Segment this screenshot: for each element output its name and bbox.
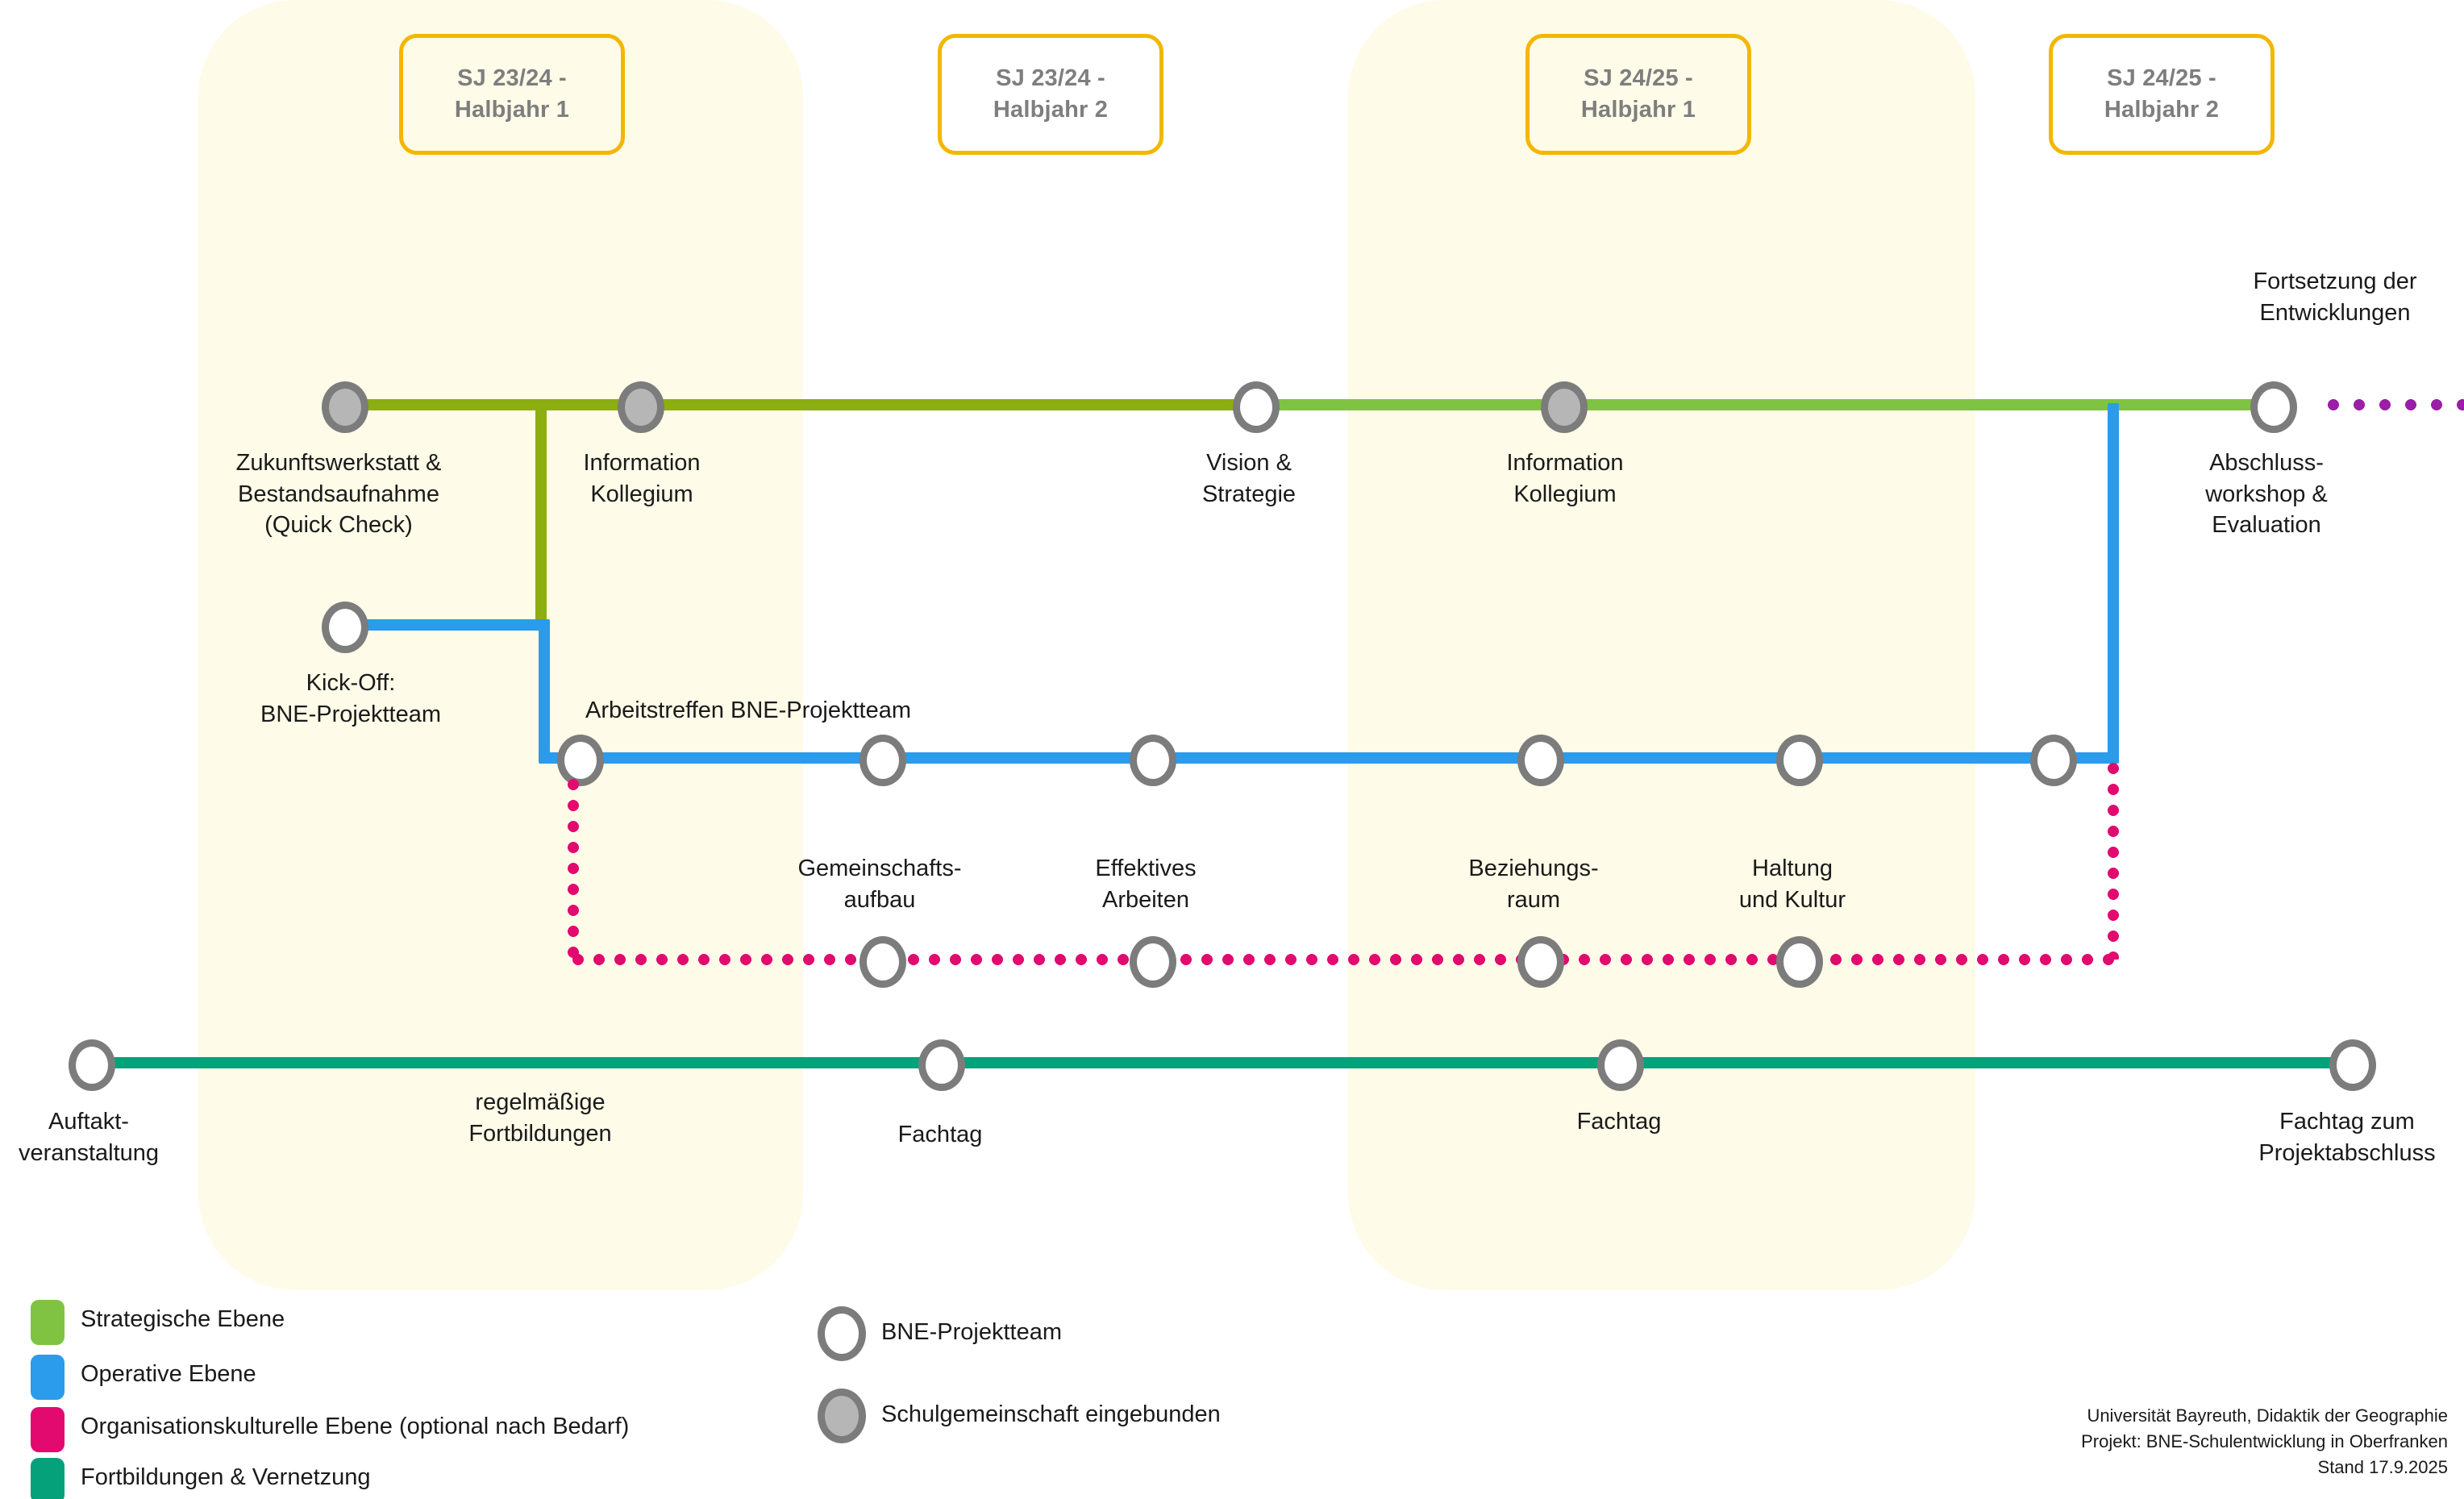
node-strategic-1[interactable] <box>618 381 664 433</box>
period-line2: Halbjahr 1 <box>1580 97 1696 123</box>
organisational-track-line <box>568 954 2119 965</box>
label-operative-series: Arbeitstreffen BNE-Projektteam <box>585 697 912 723</box>
node-strategic-2[interactable] <box>1233 381 1280 433</box>
node-operative-0[interactable] <box>557 735 604 786</box>
period-line1: SJ 24/25 - <box>2107 65 2216 91</box>
node-training-2[interactable] <box>1597 1039 1644 1091</box>
period-line2: Halbjahr 2 <box>993 97 1109 123</box>
label-strategic-1: Information Kollegium <box>583 450 701 507</box>
legend-label-projektteam: BNE-Projektteam <box>881 1319 1063 1345</box>
label-training-1: Fachtag <box>897 1122 983 1147</box>
label-training-2: Fachtag <box>1576 1109 1662 1135</box>
credits-block: Universität Bayreuth, Didaktik der Geogr… <box>1916 1403 2448 1480</box>
operative-track-line <box>539 752 2119 764</box>
operative-kickoff-line <box>355 619 550 631</box>
node-organisational-3[interactable] <box>1776 936 1823 988</box>
period-pill-3: SJ 24/25 - Halbjahr 2 <box>2049 34 2275 155</box>
label-operative-kickoff: Kick-Off: BNE-Projektteam <box>260 670 441 727</box>
node-operative-kickoff[interactable] <box>322 602 368 653</box>
period-line1: SJ 23/24 - <box>457 65 567 91</box>
period-line1: SJ 24/25 - <box>1584 65 1693 91</box>
node-organisational-1[interactable] <box>1130 936 1176 988</box>
node-operative-4[interactable] <box>1776 735 1823 786</box>
label-organisational-1: Effektives Arbeiten <box>1095 856 1197 913</box>
training-track-line <box>97 1057 2354 1068</box>
legend-label-operative: Operative Ebene <box>81 1361 256 1387</box>
band-sj-24-25 <box>1348 0 1975 1290</box>
legend-node-schulgemeinschaft-icon <box>818 1389 866 1443</box>
label-training-3: Fachtag zum Projektabschluss <box>2258 1109 2436 1166</box>
node-operative-1[interactable] <box>859 735 906 786</box>
node-operative-3[interactable] <box>1517 735 1564 786</box>
credits-line-1: Universität Bayreuth, Didaktik der Geogr… <box>2087 1405 2448 1426</box>
legend-swatch-strategic <box>31 1300 65 1345</box>
node-strategic-0[interactable] <box>322 381 368 433</box>
organisational-left-riser <box>568 774 579 960</box>
node-operative-2[interactable] <box>1130 735 1176 786</box>
label-organisational-0: Gemeinschafts- aufbau <box>797 856 962 913</box>
node-training-3[interactable] <box>2329 1039 2376 1091</box>
label-strategic-4: Abschluss- workshop & Evaluation <box>2205 450 2328 539</box>
legend-swatch-operative <box>31 1355 65 1400</box>
operative-drop-connector <box>539 619 550 758</box>
credits-line-3: Stand 17.9.2025 <box>2317 1456 2448 1477</box>
legend-label-organisational: Organisationskulturelle Ebene (optional … <box>81 1414 630 1439</box>
period-line2: Halbjahr 2 <box>2104 97 2220 123</box>
node-training-0[interactable] <box>69 1039 115 1091</box>
strategic-track-line-right <box>1255 399 2279 410</box>
label-strategic-0: Zukunftswerkstatt & Bestandsaufnahme (Qu… <box>235 450 442 539</box>
operative-rise-connector <box>2108 403 2119 758</box>
continuation-label: Fortsetzung der Entwicklungen <box>2253 269 2417 326</box>
node-training-1[interactable] <box>918 1039 965 1091</box>
period-pill-1: SJ 23/24 - Halbjahr 2 <box>938 34 1163 155</box>
node-organisational-0[interactable] <box>859 936 906 988</box>
legend-label-schulgemeinschaft: Schulgemeinschaft eingebunden <box>881 1401 1221 1427</box>
legend-swatch-training <box>31 1458 65 1499</box>
organisational-right-riser <box>2108 758 2119 960</box>
period-pill-0: SJ 23/24 - Halbjahr 1 <box>399 34 625 155</box>
strategic-to-operative-connector <box>535 404 547 630</box>
period-line2: Halbjahr 1 <box>454 97 570 123</box>
node-strategic-3[interactable] <box>1541 381 1588 433</box>
credits-line-2: Projekt: BNE-Schulentwicklung in Oberfra… <box>2081 1430 2448 1451</box>
node-operative-5[interactable] <box>2030 735 2077 786</box>
period-pill-2: SJ 24/25 - Halbjahr 1 <box>1525 34 1751 155</box>
label-organisational-2: Beziehungs- raum <box>1468 856 1599 913</box>
node-strategic-4[interactable] <box>2250 381 2297 433</box>
legend-label-strategic: Strategische Ebene <box>81 1306 285 1332</box>
label-training-0: Auftakt- veranstaltung <box>18 1109 160 1166</box>
legend-label-training: Fortbildungen & Vernetzung <box>81 1464 371 1490</box>
period-line1: SJ 23/24 - <box>996 65 1105 91</box>
legend-node-projektteam-icon <box>818 1306 866 1361</box>
label-strategic-2: Vision & Strategie <box>1201 450 1297 507</box>
band-sj-23-24 <box>198 0 803 1290</box>
continuation-dotted-line <box>2320 399 2464 410</box>
node-organisational-2[interactable] <box>1517 936 1564 988</box>
label-organisational-3: Haltung und Kultur <box>1738 856 1846 913</box>
label-training-series: regelmäßige Fortbildungen <box>468 1089 612 1147</box>
label-strategic-3: Information Kollegium <box>1506 450 1624 507</box>
legend-swatch-organisational <box>31 1407 65 1452</box>
strategic-track-line-left <box>347 399 1258 410</box>
